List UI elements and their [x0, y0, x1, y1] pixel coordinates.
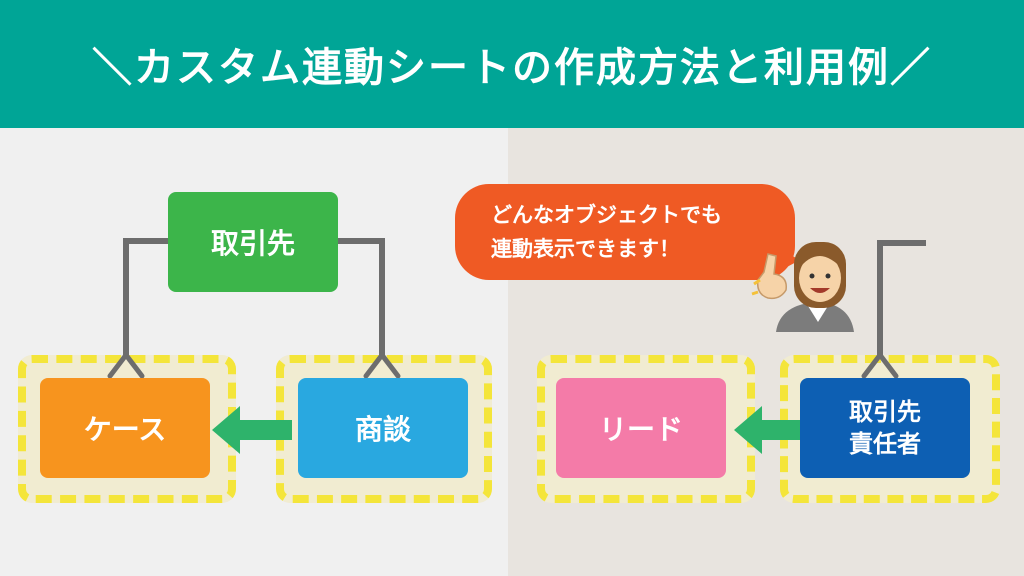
opportunity-box: 商談	[298, 378, 468, 478]
presenter-avatar-icon	[751, 242, 854, 332]
contact-box: 取引先 責任者	[800, 378, 970, 478]
header-banner: ＼カスタム連動シートの作成方法と利用例／	[0, 0, 1024, 128]
contact-label-line2: 責任者	[849, 430, 921, 458]
left-arrow	[212, 406, 292, 454]
account-box: 取引先	[168, 192, 338, 292]
opportunity-label: 商談	[354, 413, 411, 446]
speech-bubble: どんなオブジェクトでも 連動表示できます！	[455, 184, 795, 280]
contact-label-line1: 取引先	[849, 398, 921, 426]
page-title: ＼カスタム連動シートの作成方法と利用例／	[92, 45, 932, 91]
bubble-text-line2: 連動表示できます！	[491, 237, 680, 261]
case-box: ケース	[40, 378, 210, 478]
lead-label: リード	[598, 413, 683, 446]
account-label: 取引先	[210, 227, 295, 260]
case-label: ケース	[83, 413, 167, 446]
bubble-text-line1: どんなオブジェクトでも	[491, 203, 722, 227]
lead-box: リード	[556, 378, 726, 478]
right-arrow	[734, 406, 800, 454]
